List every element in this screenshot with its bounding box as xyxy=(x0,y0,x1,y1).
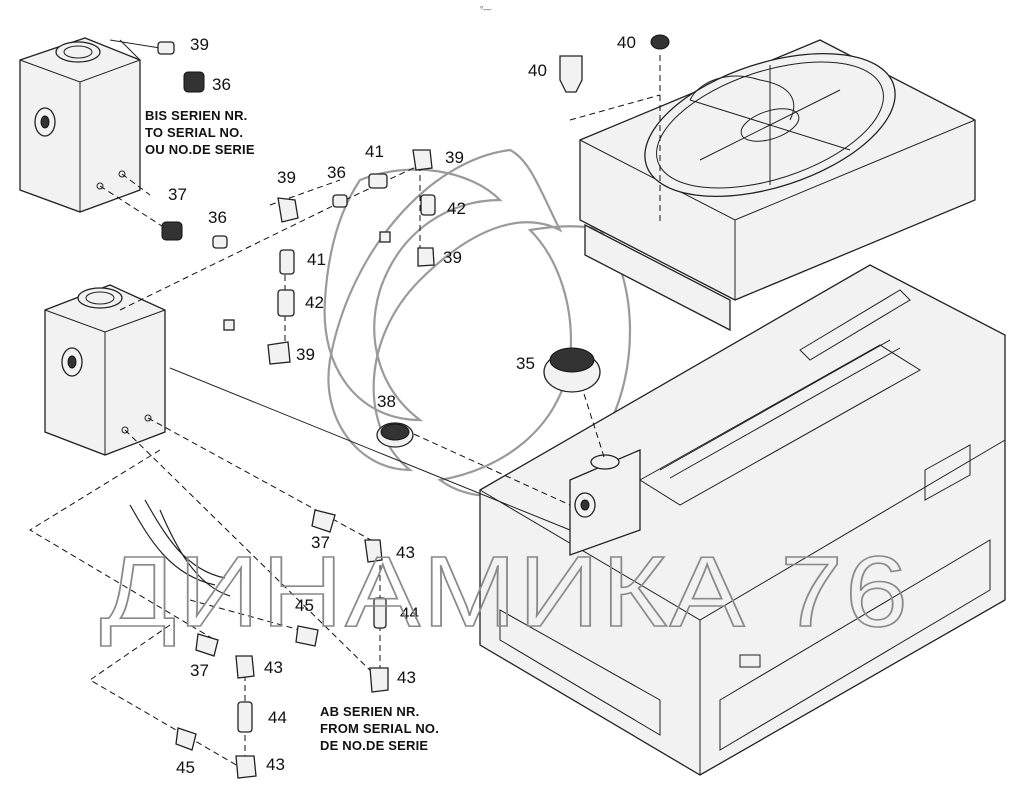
callout-39-top: 39 xyxy=(190,35,209,54)
note-from-line-2: FROM SERIAL NO. xyxy=(320,721,439,736)
main-tank-body xyxy=(479,264,1006,776)
top-mark: °— xyxy=(480,5,491,14)
hydraulic-tank-upper xyxy=(19,37,141,213)
note-until-line-1: BIS SERIEN NR. xyxy=(145,108,247,123)
note-from-serial: AB SERIEN NR. FROM SERIAL NO. DE NO.DE S… xyxy=(320,704,439,753)
callout-38: 38 xyxy=(377,392,396,411)
callout-43-b: 43 xyxy=(397,668,416,687)
fittings xyxy=(157,34,670,779)
callout-37-top: 37 xyxy=(168,185,187,204)
callout-43-c: 43 xyxy=(264,658,283,677)
callout-36-right: 36 xyxy=(327,163,346,182)
callout-37-bottom: 37 xyxy=(190,661,209,680)
note-from-line-1: AB SERIEN NR. xyxy=(320,704,419,719)
callout-45-a: 45 xyxy=(295,596,314,615)
callout-41-top: 41 xyxy=(365,142,384,161)
note-until-line-3: OU NO.DE SERIE xyxy=(145,142,255,157)
callout-41-mid: 41 xyxy=(307,250,326,269)
callout-39-right: 39 xyxy=(443,248,462,267)
callout-39-mid: 39 xyxy=(277,168,296,187)
callout-44-a: 44 xyxy=(400,604,419,623)
leader-lines xyxy=(29,39,661,771)
callout-39-low: 39 xyxy=(296,345,315,364)
callout-45-b: 45 xyxy=(176,758,195,777)
callout-35: 35 xyxy=(516,354,535,373)
callout-40-plug: 40 xyxy=(617,33,636,52)
callout-40-gauge: 40 xyxy=(528,61,547,80)
note-from-line-3: DE NO.DE SERIE xyxy=(320,738,428,753)
callout-36-mid: 36 xyxy=(208,208,227,227)
callout-39-top-right: 39 xyxy=(445,148,464,167)
callout-37-lower: 37 xyxy=(311,533,330,552)
hydraulic-tank-lower xyxy=(44,284,166,456)
callout-42-top: 42 xyxy=(447,199,466,218)
callout-43-d: 43 xyxy=(266,755,285,774)
watermark-text: ДИНАМИКА 76 xyxy=(100,536,910,648)
note-until-serial: BIS SERIEN NR. TO SERIAL NO. OU NO.DE SE… xyxy=(145,108,255,157)
callout-44-b: 44 xyxy=(268,708,287,727)
callouts: 39 36 37 36 39 36 41 39 42 39 41 42 39 4… xyxy=(168,33,636,777)
hydraulic-hoses xyxy=(129,499,231,597)
note-until-line-2: TO SERIAL NO. xyxy=(145,125,243,140)
callout-43-a: 43 xyxy=(396,543,415,562)
callout-42-mid: 42 xyxy=(305,293,324,312)
callout-36-top: 36 xyxy=(212,75,231,94)
cooler-assembly xyxy=(579,39,976,332)
